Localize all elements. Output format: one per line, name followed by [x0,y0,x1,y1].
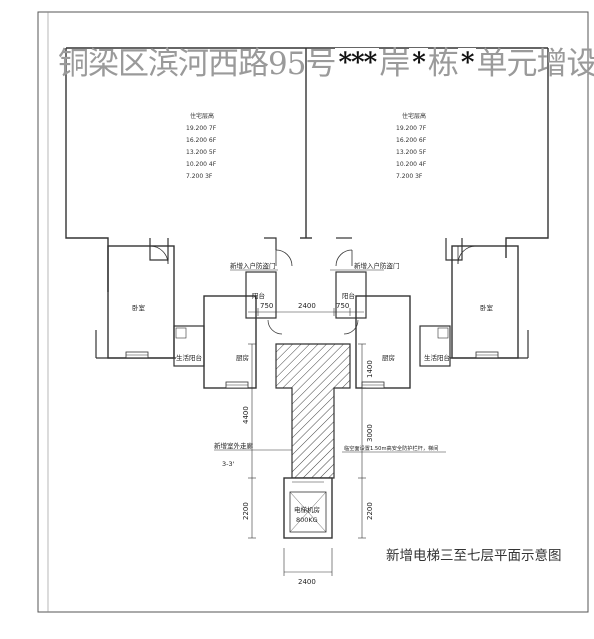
elevation-row: 19.200 7F [396,125,427,132]
elevation-row: 10.200 4F [186,161,217,168]
elevation-row: 16.200 6F [396,137,427,144]
label-kitchen-left: 厨房 [236,353,249,362]
elevation-table-left: 住宅层高 19.200 7F 16.200 6F 13.200 5F 10.20… [186,112,217,180]
label-service-balcony-right: 生活阳台 [424,353,450,362]
left-new-door [275,249,293,267]
dim-2200-right: 2200 [366,502,374,520]
redaction-mark: *** [335,48,380,78]
left-kitchen [203,295,257,389]
right-balcony [335,271,367,319]
dim-750-left: 750 [260,302,273,310]
label-kitchen-right: 厨房 [382,353,395,362]
elevation-row: 16.200 6F [186,137,217,144]
left-balcony [245,271,277,319]
elevation-row: 13.200 5F [186,149,217,156]
dim-2400-bottom: 2400 [298,578,316,586]
label-new-corridor: 新增室外走廊 [214,441,254,450]
redaction-mark: * [409,48,428,78]
dim-2400-top: 2400 [298,302,316,310]
drawing-title: 铜梁区滨河西路95号***岸*栋*单元增设电梯示意图 [58,46,594,82]
right-new-door [335,249,353,267]
dim-750-right: 750 [336,302,349,310]
elevation-row: 7.200 3F [396,173,423,180]
label-service-balcony-left: 生活阳台 [176,353,202,362]
dim-2200-left: 2200 [242,502,250,520]
new-corridor [275,343,351,479]
elevation-heading-left: 住宅层高 [190,112,214,120]
elevation-row: 13.200 5F [396,149,427,156]
label-elevator-room: 电梯机房 [294,505,320,514]
left-outer-wall [65,48,109,292]
right-kitchen [355,295,411,389]
dim-4400: 4400 [242,406,250,424]
elevation-row: 19.200 7F [186,125,217,132]
dim-1400: 1400 [366,360,374,378]
label-bedroom-left: 卧室 [132,303,146,312]
dimension-lines [214,269,446,576]
label-new-door-left: 新增入户防盗门 [230,261,276,270]
elevation-row: 7.200 3F [186,173,213,180]
label-elevator-capacity: 800KG [296,516,318,524]
right-service-balcony [419,325,451,367]
plan-caption: 新增电梯三至七层平面示意图 [386,548,562,564]
dim-3000: 3000 [366,424,374,442]
label-new-door-right: 新增入户防盗门 [354,261,400,270]
left-bedroom [107,245,175,359]
elevation-row: 10.200 4F [396,161,427,168]
elevation-table-right: 住宅层高 19.200 7F 16.200 6F 13.200 5F 10.20… [396,112,427,180]
label-balcony-left: 阳台 [252,291,265,300]
label-balcony-right: 阳台 [342,291,355,300]
right-bedroom [451,245,519,359]
label-axis-3-3: 3-3' [222,460,235,468]
label-bedroom-right: 卧室 [480,303,494,312]
redaction-mark: * [457,48,477,78]
label-railing-note: 临空面设置1.50m高安全防护栏杆，梯间 [344,444,438,452]
elevator-shaft [283,477,333,539]
elevation-heading-right: 住宅层高 [402,112,426,120]
sheet-border [37,11,589,613]
right-outer-wall [505,96,549,258]
